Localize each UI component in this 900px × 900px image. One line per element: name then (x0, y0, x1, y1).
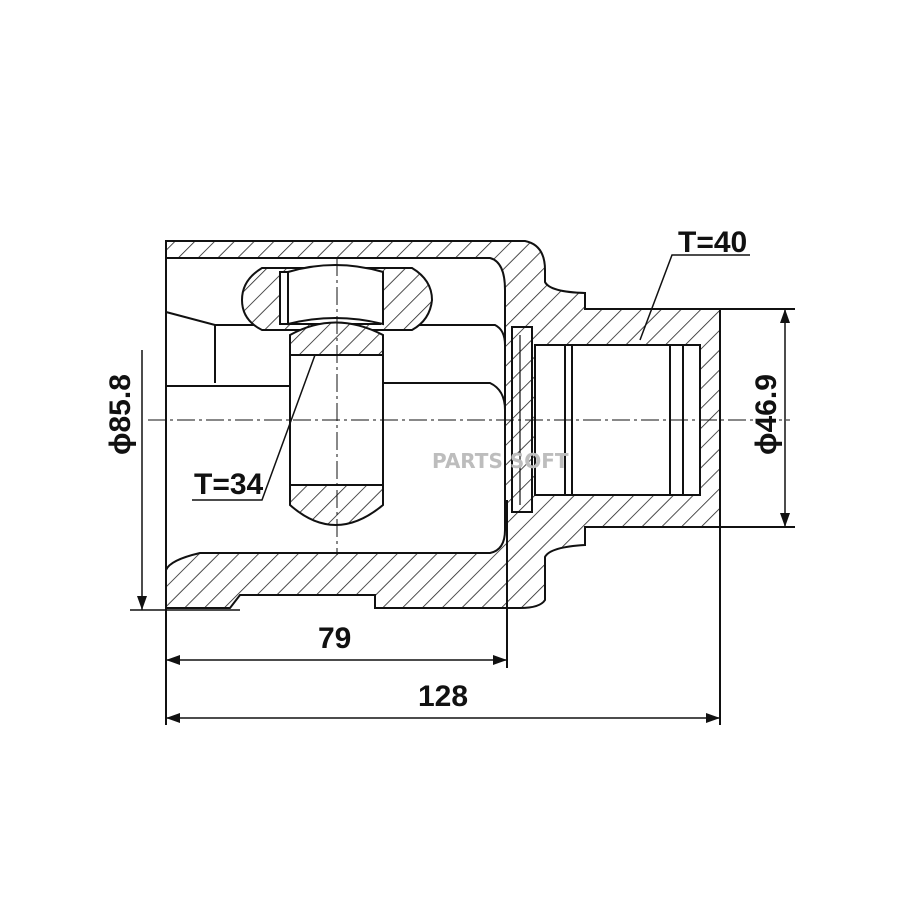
watermark: PARTS SOFT (432, 449, 569, 473)
label-length-total: 128 (418, 680, 468, 713)
label-diameter-neck: ϕ46.9 (750, 374, 783, 455)
label-thread-inner: T=34 (194, 468, 264, 501)
label-thread-outer: T=40 (678, 226, 747, 259)
label-diameter-outer: ϕ85.8 (104, 374, 137, 455)
snap-ring (511, 326, 533, 513)
label-length-cavity: 79 (318, 622, 351, 655)
roller-bottom (289, 321, 384, 526)
